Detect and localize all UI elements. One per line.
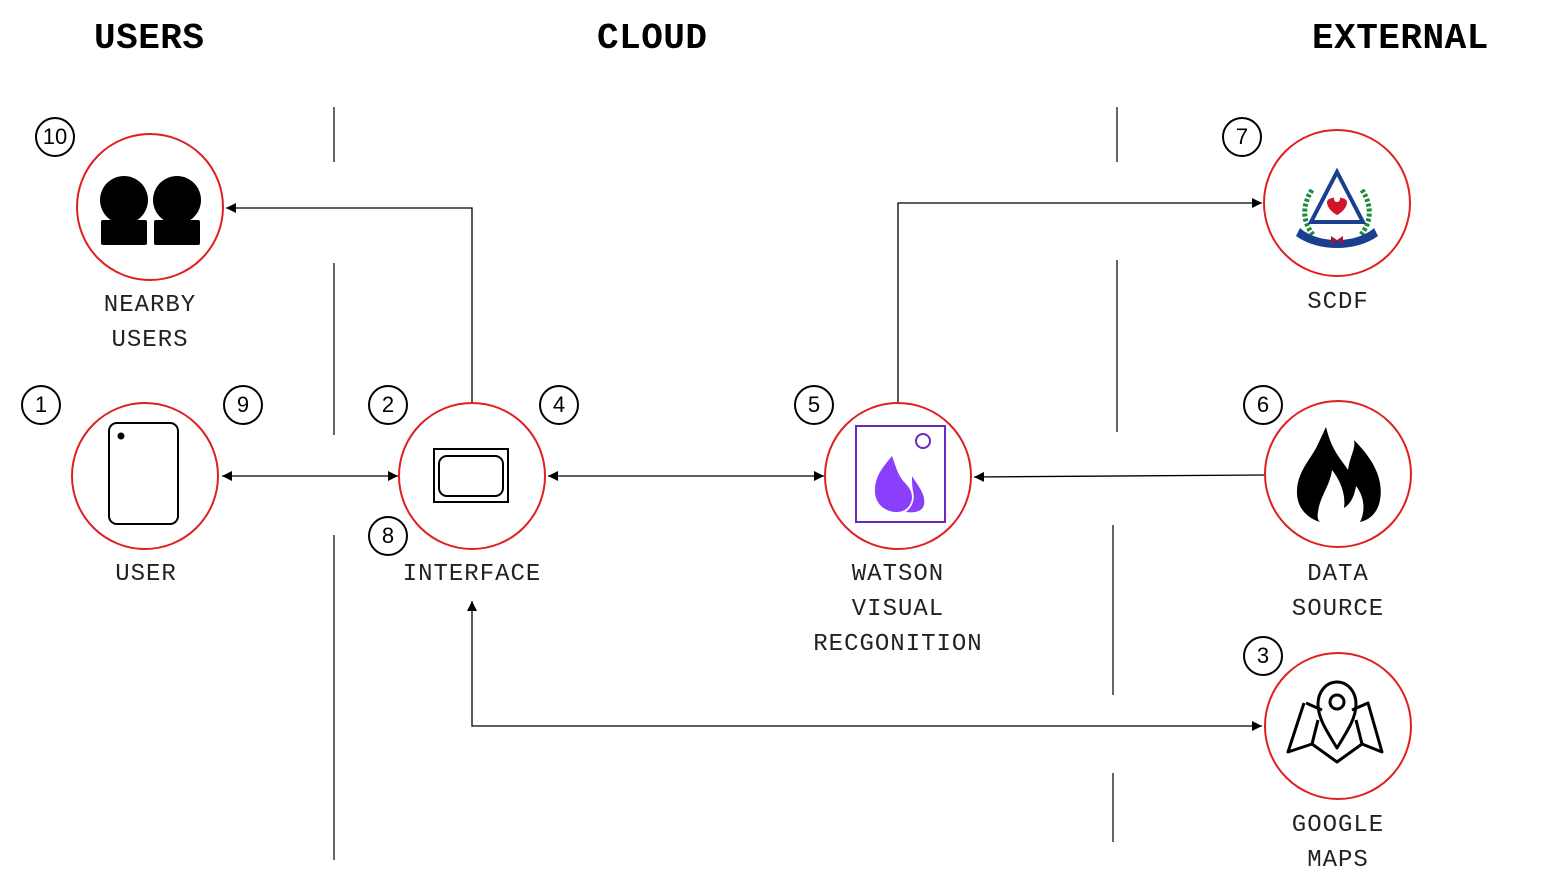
step-badge-1: 1 (21, 385, 61, 425)
node-rings (71, 129, 1412, 800)
group-icon (100, 176, 201, 245)
nearby-users-label: NEARBY USERS (103, 292, 197, 354)
connectors (222, 198, 1265, 731)
interface-node (398, 402, 546, 550)
scdf-label: SCDF (1307, 289, 1369, 316)
scdf-emblem-icon (1296, 167, 1378, 248)
step-badge-9: 9 (223, 385, 263, 425)
watson-label: WATSON VISUAL RECGONITION (813, 561, 983, 658)
step-badge-4: 4 (539, 385, 579, 425)
watson-visual-recognition-icon (855, 425, 946, 523)
header-cloud: CLOUD (597, 18, 708, 59)
step-badge-3: 3 (1243, 636, 1283, 676)
interface-label: INTERFACE (402, 561, 542, 588)
nearby-users-node (76, 133, 224, 281)
google-maps-node (1264, 652, 1412, 800)
arrow-maps-interface (467, 601, 1262, 731)
step-badge-2: 2 (368, 385, 408, 425)
phone-icon (108, 422, 179, 525)
header-users: USERS (94, 18, 205, 59)
header-external: EXTERNAL (1312, 18, 1489, 59)
google-maps-label: GOOGLE MAPS (1291, 812, 1385, 874)
arrow-watson-to-scdf (897, 198, 1262, 402)
fire-icon (1296, 427, 1381, 522)
data-source-label: DATA SOURCE (1291, 561, 1385, 623)
arrow-datasource-to-watson (973, 471, 1265, 482)
step-badge-10: 10 (35, 117, 75, 157)
step-badge-5: 5 (794, 385, 834, 425)
step-badge-8: 8 (368, 516, 408, 556)
step-badge-6: 6 (1243, 385, 1283, 425)
arrow-interface-to-nearby-users (226, 203, 473, 402)
step-badge-7: 7 (1222, 117, 1262, 157)
screen-icon (433, 448, 509, 503)
map-pin-icon (1286, 680, 1384, 764)
user-label: USER (115, 561, 177, 588)
